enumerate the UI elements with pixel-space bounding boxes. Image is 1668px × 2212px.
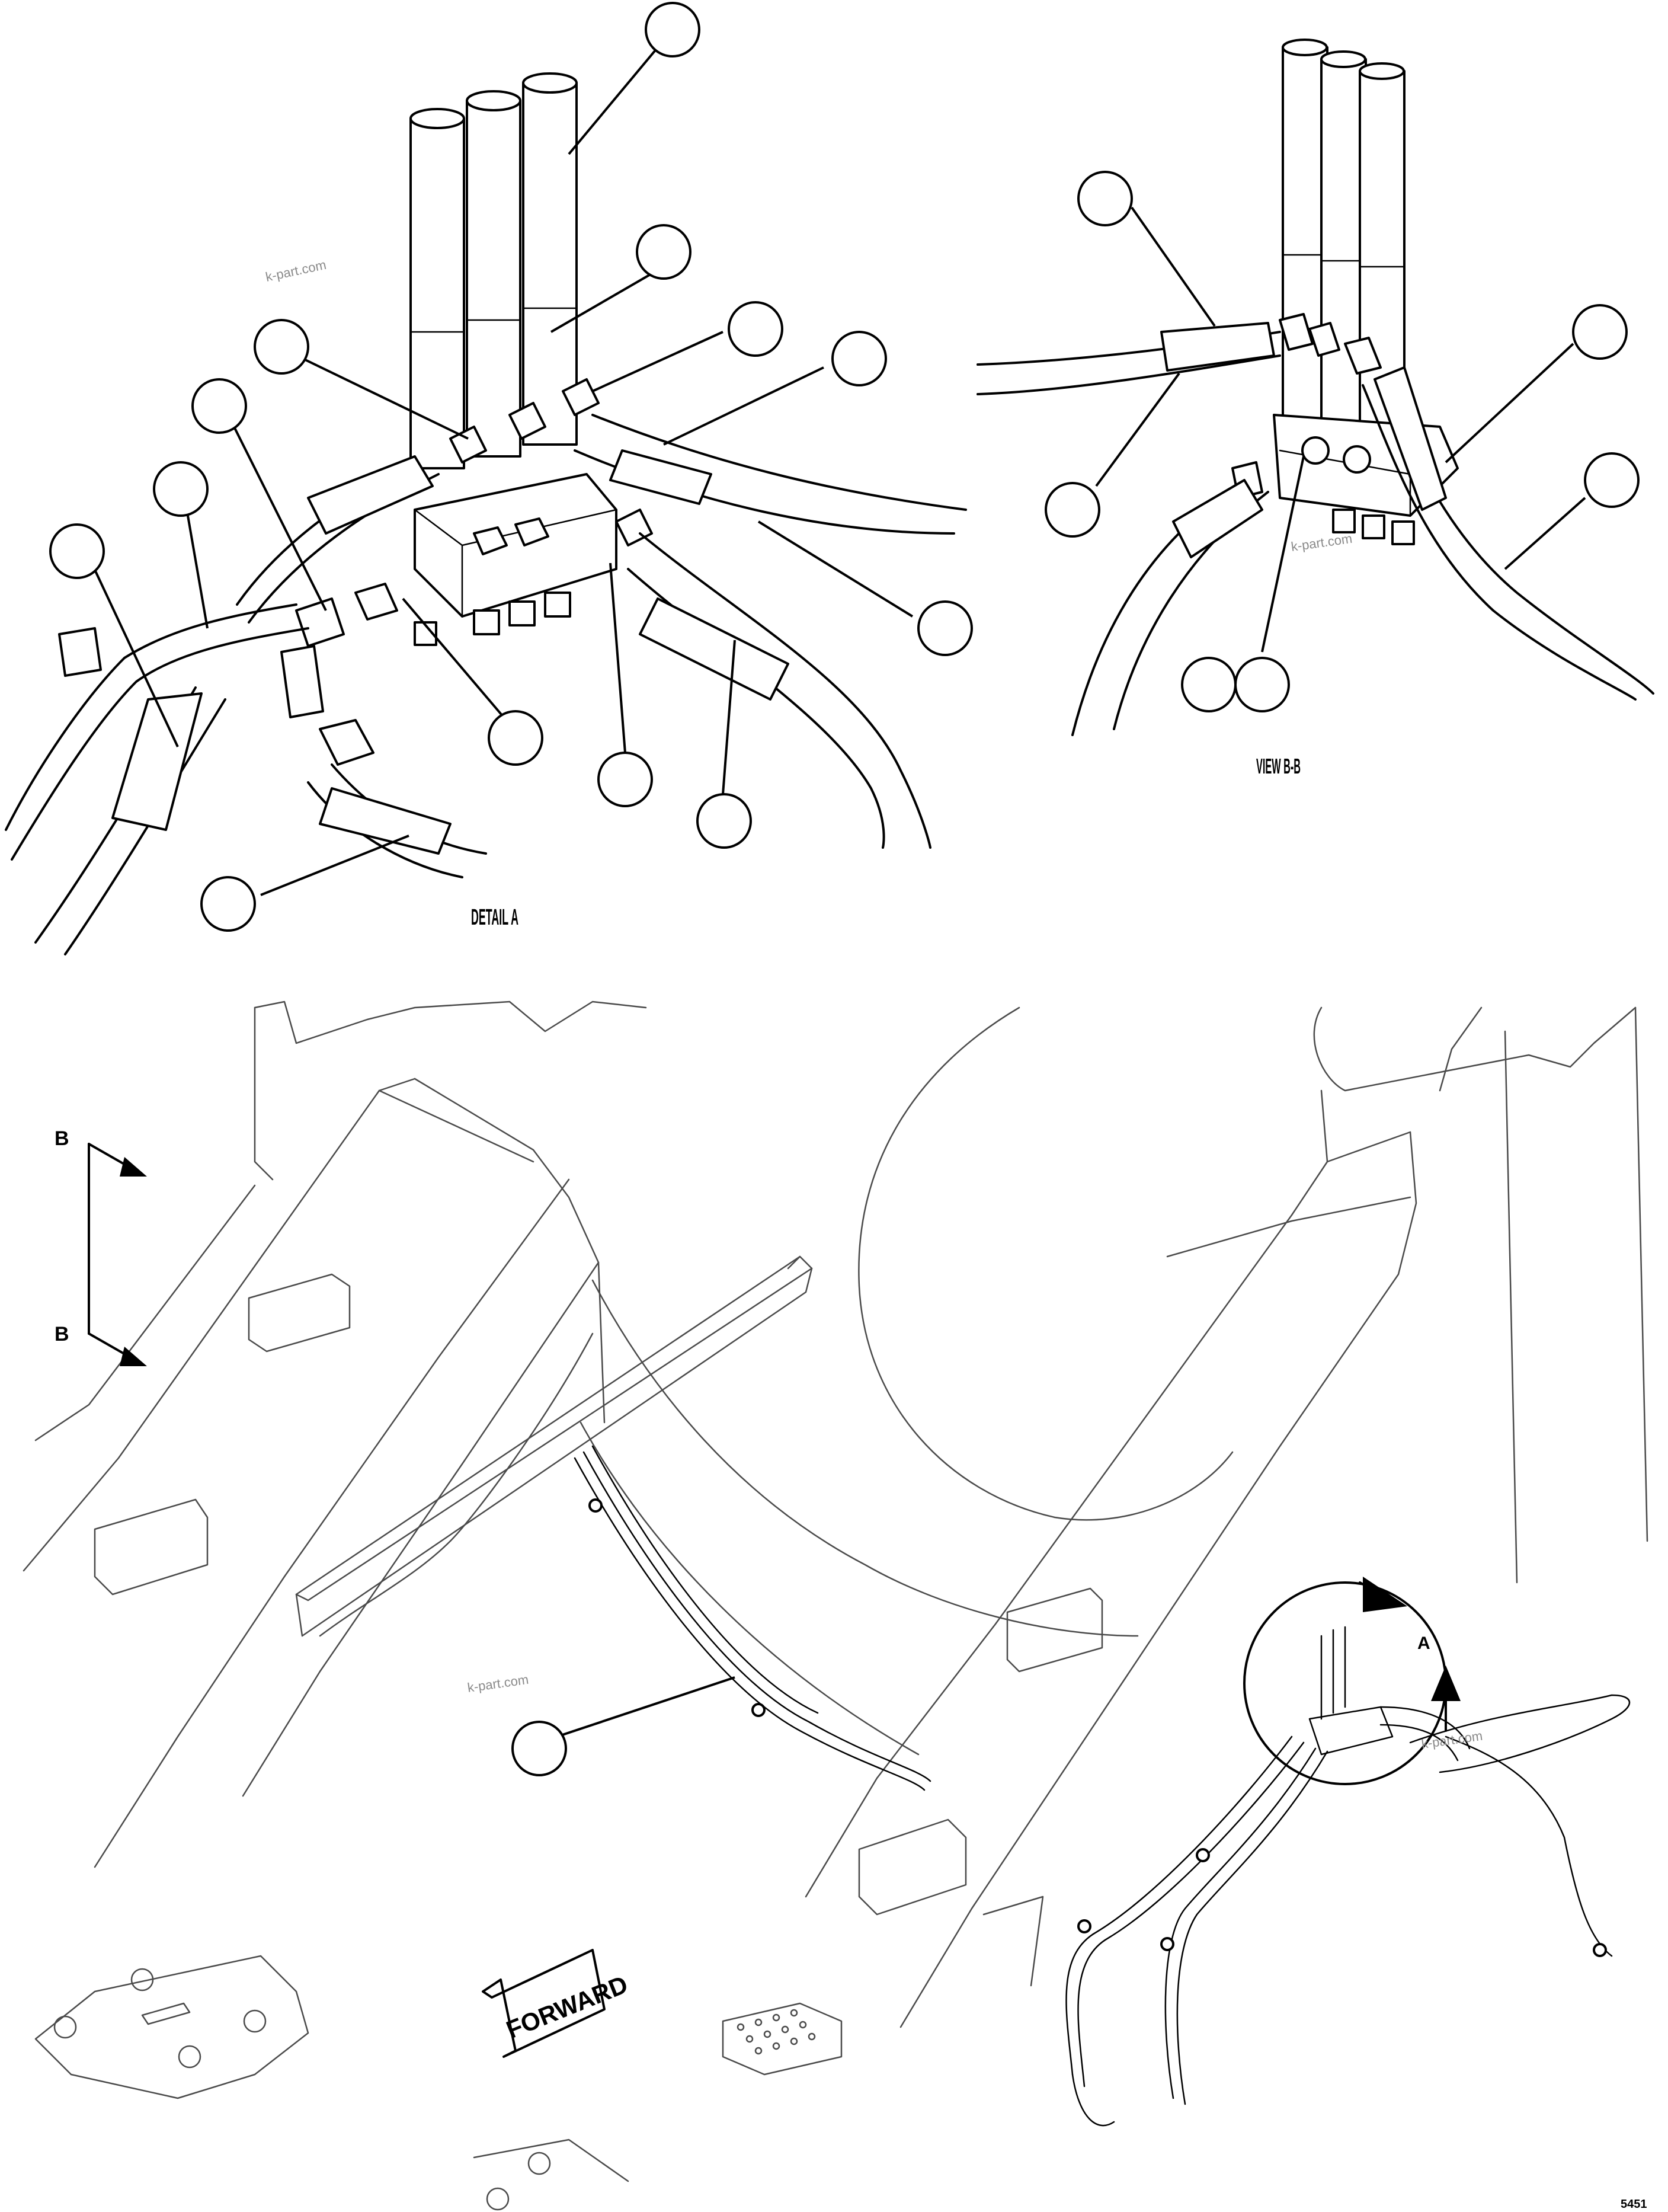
callout-circle-icon — [1181, 657, 1237, 712]
section-arrow-icon — [1431, 1666, 1461, 1701]
callout-circle-icon — [728, 301, 783, 357]
step-plate-holes — [737, 2009, 816, 2055]
callout-circle-icon — [200, 876, 256, 932]
drawing-number: 5451 — [1621, 2198, 1647, 2211]
bb-callouts — [1045, 171, 1640, 712]
section-arrow-icon — [120, 1157, 147, 1177]
bb-hoses — [977, 322, 1654, 736]
detail-a-title: DETAIL A — [471, 905, 518, 930]
watermark: k-part.com — [264, 257, 328, 285]
callout-circle-icon — [1572, 304, 1628, 360]
callout-circle-icon — [49, 523, 105, 579]
callout-circle-icon — [645, 2, 700, 57]
valve-block — [414, 473, 617, 646]
section-arrow-icon — [1363, 1577, 1407, 1612]
forward-arrow: FORWARD — [482, 1949, 632, 2058]
detail-marker-a: A — [1417, 1634, 1430, 1653]
section-arrow-icon — [120, 1347, 147, 1366]
detail-a-view: DETAIL A — [5, 2, 973, 955]
frame-assembly: A — [23, 1000, 1648, 2211]
detail-a-callouts — [49, 2, 973, 932]
callout-circle-icon — [254, 319, 309, 375]
forward-arrow-icon — [482, 1949, 606, 2058]
section-b-marker: B B — [55, 1127, 147, 1366]
fittings — [58, 378, 653, 766]
callout-circle-icon — [1045, 482, 1100, 538]
watermark: k-part.com — [1290, 531, 1353, 554]
callout-circle-icon — [153, 461, 209, 517]
section-b-top-label: B — [55, 1127, 69, 1150]
callout-circle-icon — [1234, 657, 1290, 712]
section-b-bottom-label: B — [55, 1323, 69, 1345]
callout-circle-icon — [917, 600, 973, 656]
callout-circle-icon — [191, 378, 247, 434]
accumulator-cylinders — [409, 72, 578, 469]
view-bb: VIEW B-B — [977, 39, 1654, 778]
callout-circle-icon — [696, 793, 752, 849]
callout-circle-icon — [488, 710, 543, 766]
callout-circle-icon — [597, 752, 653, 807]
callout-circle-icon — [1077, 171, 1133, 226]
callout-circle-icon — [831, 331, 887, 386]
callout-circle-icon — [511, 1721, 567, 1776]
watermark: k-part.com — [466, 1672, 529, 1695]
hoses — [5, 414, 967, 955]
callout-circle-icon — [1584, 452, 1640, 508]
view-bb-title: VIEW B-B — [1256, 754, 1301, 778]
callout-circle-icon — [636, 224, 691, 280]
